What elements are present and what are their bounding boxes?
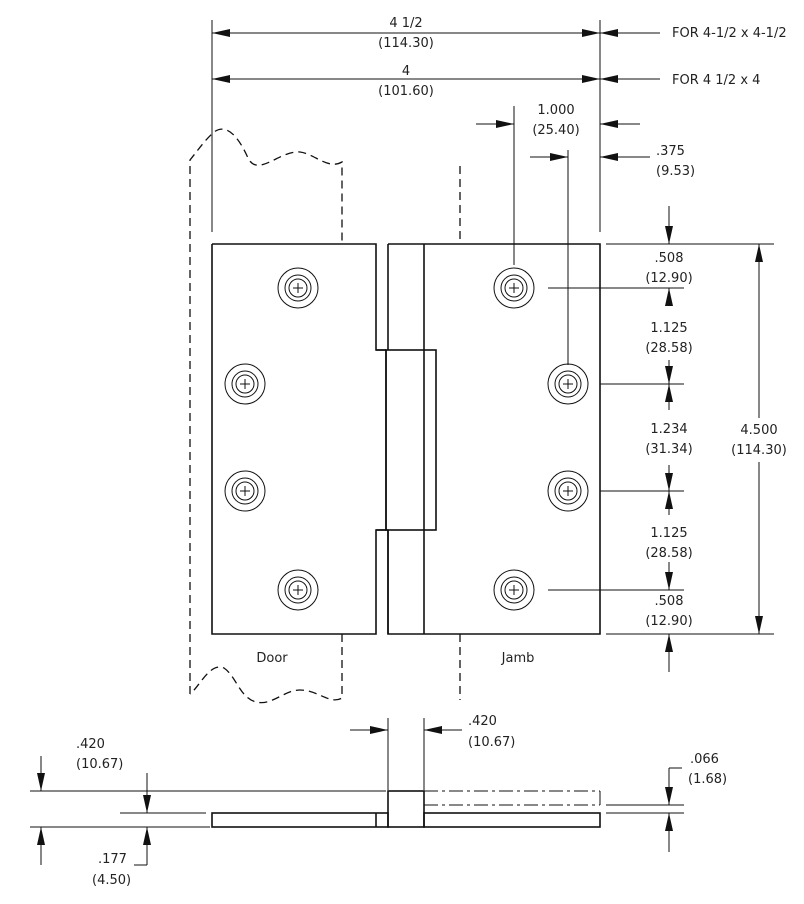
label-jamb: Jamb (501, 651, 535, 666)
dim-bottom-gap-metric: (12.90) (645, 614, 692, 629)
dim-width-4-5: 4 1/2 (114.30) FOR 4-1/2 x 4-1/2 (212, 16, 787, 51)
dim-vertical-chain: .508 (12.90) 1.125 (28.58) 1.234 (31.34)… (645, 206, 693, 672)
dim-top-gap-value: .508 (655, 251, 684, 266)
hinge-door-leaf (211, 243, 387, 635)
door-outline-dashed (189, 128, 461, 704)
screw-hole (224, 470, 266, 512)
screw-holes (224, 267, 589, 611)
screw-hole (547, 470, 589, 512)
dim-spacing-2-metric: (31.34) (645, 442, 692, 457)
screw-hole (277, 569, 319, 611)
screw-hole (547, 363, 589, 405)
dim-knuckle-height-metric: (10.67) (76, 757, 123, 772)
dim-knuckle-height-value: .420 (76, 737, 105, 752)
dim-leaf-thickness-metric: (1.68) (688, 772, 727, 787)
dim-bottom-gap-value: .508 (655, 594, 684, 609)
extension-lines (211, 20, 601, 365)
dim-spacing-3-metric: (28.58) (645, 546, 692, 561)
dim-edge-offset: .375 (9.53) (530, 144, 695, 179)
screw-hole (493, 569, 535, 611)
dim-leaf-offset-value: .177 (98, 852, 127, 867)
dim-height-metric: (114.30) (731, 443, 787, 458)
dim-edge-offset-metric: (9.53) (656, 164, 695, 179)
dim-spacing-2-value: 1.234 (650, 422, 687, 437)
dim-spacing-1-value: 1.125 (650, 321, 687, 336)
dim-width-4-metric: (101.60) (378, 84, 434, 99)
dim-height-value: 4.500 (740, 423, 777, 438)
dim-width-4: 4 (101.60) FOR 4 1/2 x 4 (212, 64, 760, 99)
dim-spacing-3-value: 1.125 (650, 526, 687, 541)
dim-spacing-1-metric: (28.58) (645, 341, 692, 356)
hinge-knuckle (376, 349, 437, 531)
screw-hole (493, 267, 535, 309)
dim-width-4-5-value: 4 1/2 (389, 16, 422, 31)
screw-hole (224, 363, 266, 405)
dim-width-4-note: FOR 4 1/2 x 4 (672, 73, 760, 88)
vertical-dim-extensions (548, 243, 774, 635)
dim-width-4-5-note: FOR 4-1/2 x 4-1/2 (672, 26, 787, 41)
dim-leaf-thickness-value: .066 (690, 752, 719, 767)
dim-height: 4.500 (114.30) (731, 244, 787, 634)
dim-edge-offset-value: .375 (656, 144, 685, 159)
dim-hole-offset-value: 1.000 (537, 103, 574, 118)
dim-leaf-offset-metric: (4.50) (92, 873, 131, 888)
dim-width-4-value: 4 (402, 64, 410, 79)
dim-hole-offset-metric: (25.40) (532, 123, 579, 138)
dim-top-gap-metric: (12.90) (645, 271, 692, 286)
dim-knuckle-width-value: .420 (468, 714, 497, 729)
screw-hole (277, 267, 319, 309)
dim-hole-offset: 1.000 (25.40) (476, 103, 640, 138)
side-view: .420 (10.67) .420 (10.67) .177 (4.50) (30, 714, 727, 888)
dim-width-4-5-metric: (114.30) (378, 36, 434, 51)
dim-knuckle-width-metric: (10.67) (468, 735, 515, 750)
label-door: Door (256, 651, 288, 666)
